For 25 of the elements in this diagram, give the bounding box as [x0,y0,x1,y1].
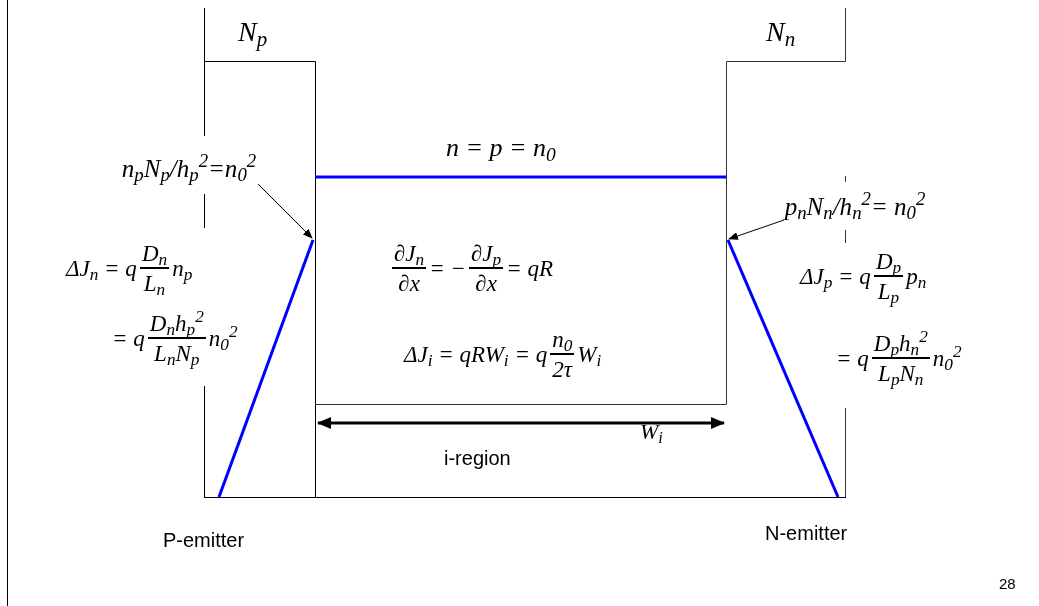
equation-term: ΔJ$_{i}$ = qRW$_{i}$ = q [404,342,548,366]
leader-arrow [257,183,313,239]
fraction-numerator: ∂J$_{n}$ [393,242,426,267]
fraction-denominator: ∂x [474,269,498,295]
region-label: N-emitter [765,521,848,546]
equation-term: = q [836,346,869,370]
equation-term: p$_{n}$ [906,264,927,288]
equation: n = p = n$_{0}$ [446,132,556,165]
fraction-denominator: 2τ [551,355,574,381]
leader-arrow [728,219,785,240]
equation-term: = q [112,326,145,350]
fraction-numerator: D$_{n}$ [140,242,169,267]
equation-term: = − [429,256,466,280]
page-number: 28 [999,575,1016,594]
doping-label: N$_{n}$ [766,15,796,49]
doping-label: N$_{p}$ [238,15,268,49]
region-label: P-emitter [163,528,245,553]
equation-term: W$_{i}$ [577,342,602,366]
equation-term: ΔJ$_{n}$ = q [66,256,137,280]
equation-term: = qR [506,256,554,280]
width-label: W$_{i}$ [640,418,663,446]
fraction-numerator: n$_{0}$ [551,328,574,353]
fraction-denominator: L$_{n}$ [142,269,167,295]
fraction-denominator: ∂x [397,269,421,295]
region-label: i-region [444,446,511,471]
